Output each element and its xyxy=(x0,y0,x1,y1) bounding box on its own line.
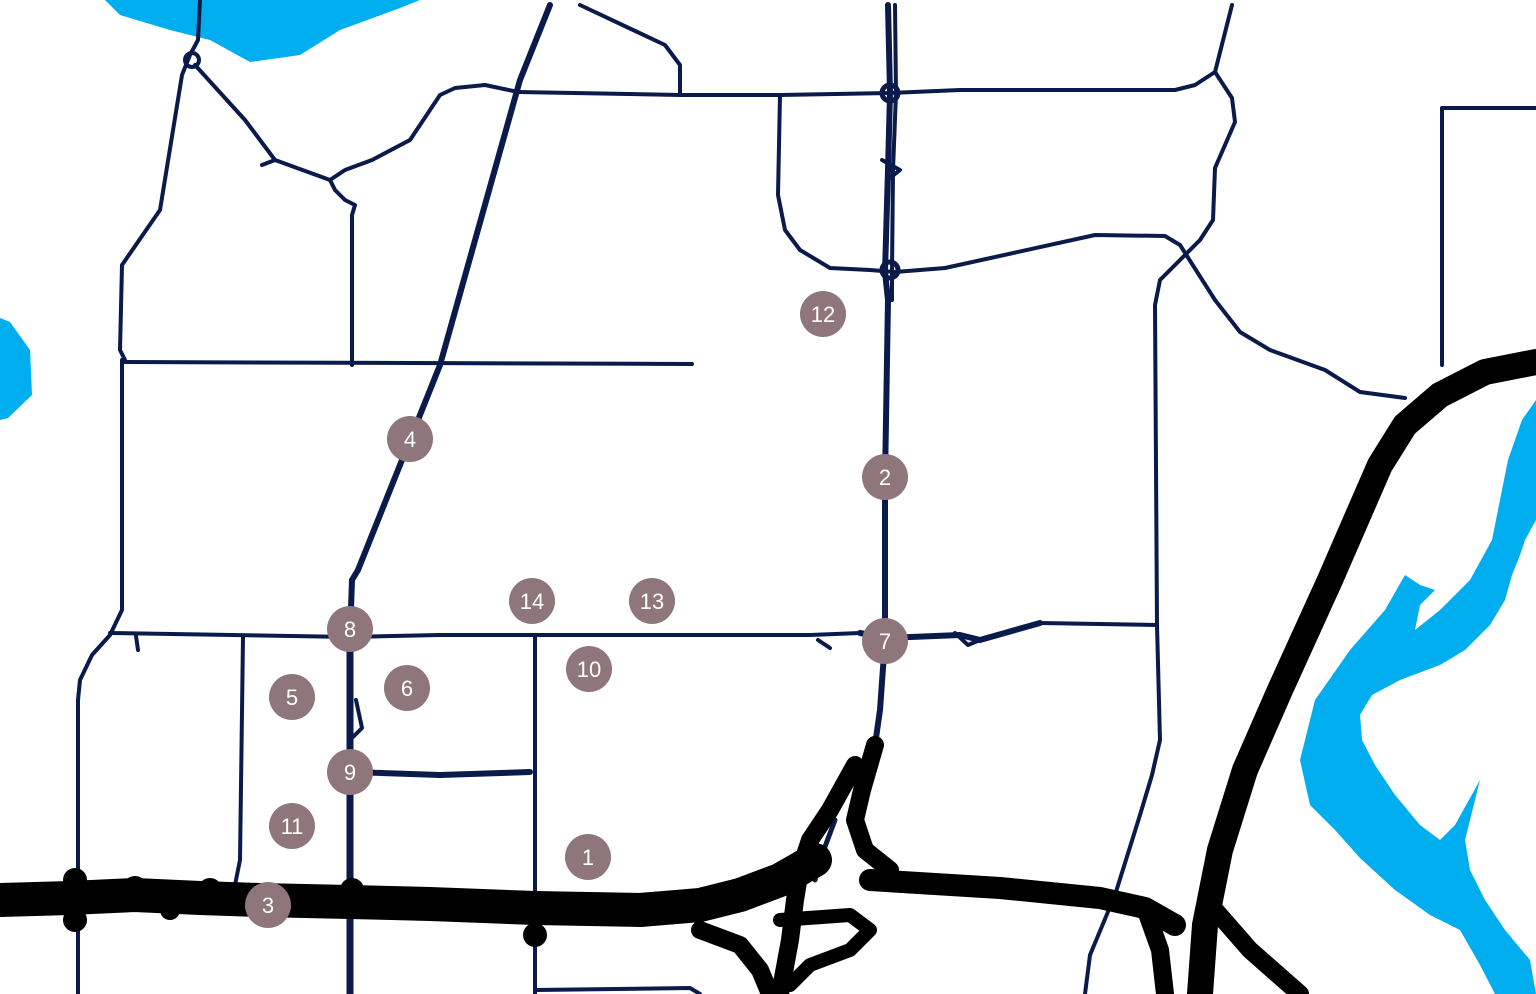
marker-label: 7 xyxy=(879,629,891,654)
road-segment xyxy=(349,769,533,778)
marker-circle[interactable] xyxy=(387,416,433,462)
marker-label: 6 xyxy=(401,676,413,701)
highway-node xyxy=(63,868,87,892)
highway-node xyxy=(523,923,547,947)
marker-circle[interactable] xyxy=(565,834,611,880)
lake-west xyxy=(0,318,32,420)
arterial-north-south-b xyxy=(890,3,898,302)
marker-circle[interactable] xyxy=(269,803,315,849)
marker-label: 9 xyxy=(344,760,356,785)
highway-main xyxy=(0,843,832,927)
road-segment xyxy=(120,360,694,366)
map-marker-2[interactable]: 2 xyxy=(862,454,908,500)
highway-ramp xyxy=(691,921,779,994)
river-north xyxy=(105,0,420,62)
map-marker-4[interactable]: 4 xyxy=(387,416,433,462)
highway-ramp xyxy=(773,908,877,992)
marker-label: 8 xyxy=(344,617,356,642)
marker-label: 11 xyxy=(281,814,304,839)
map-marker-3[interactable]: 3 xyxy=(245,882,291,928)
arterial-north-south xyxy=(872,2,893,748)
marker-label: 12 xyxy=(811,302,835,327)
road-segment xyxy=(118,0,202,362)
highway-ramp xyxy=(846,736,899,879)
map-marker-1[interactable]: 1 xyxy=(565,834,611,880)
marker-circle[interactable] xyxy=(800,291,846,337)
roundabout xyxy=(879,82,901,104)
road-segment xyxy=(134,634,140,652)
map-marker-14[interactable]: 14 xyxy=(509,578,555,624)
marker-circle[interactable] xyxy=(269,674,315,720)
highway-node xyxy=(63,908,87,932)
arterial-west-b xyxy=(350,698,364,740)
road-segment xyxy=(1440,106,1536,367)
highway-ramp xyxy=(771,756,864,994)
road-segment xyxy=(193,63,520,182)
road-segment xyxy=(943,233,1407,400)
arterial-ramp xyxy=(816,158,982,650)
marker-circle[interactable] xyxy=(862,454,908,500)
highway-ramp xyxy=(1206,901,1309,994)
map-marker-9[interactable]: 9 xyxy=(327,749,373,795)
road-segment xyxy=(108,631,862,639)
map-marker-13[interactable]: 13 xyxy=(629,578,675,624)
marker-label: 4 xyxy=(404,427,416,452)
road-segment xyxy=(76,358,124,994)
road-segment xyxy=(1038,621,1159,627)
map-marker-7[interactable]: 7 xyxy=(862,618,908,664)
road-segment xyxy=(260,158,277,167)
road-segment xyxy=(328,178,357,367)
marker-circle[interactable] xyxy=(327,749,373,795)
highway-node xyxy=(160,900,180,920)
road-segment xyxy=(233,635,245,887)
marker-circle[interactable] xyxy=(384,665,430,711)
map-marker-10[interactable]: 10 xyxy=(566,646,612,692)
marker-circle[interactable] xyxy=(566,646,612,692)
arterial-diagonal xyxy=(347,2,553,640)
map-marker-8[interactable]: 8 xyxy=(327,606,373,652)
road-segment xyxy=(1083,70,1237,994)
highway-layer xyxy=(0,349,1536,994)
river-east xyxy=(1300,400,1536,994)
road-segment xyxy=(776,93,947,274)
marker-label: 1 xyxy=(582,845,594,870)
marker-label: 2 xyxy=(879,465,891,490)
map-marker-12[interactable]: 12 xyxy=(800,291,846,337)
arterial-roads xyxy=(183,2,1043,994)
marker-circle[interactable] xyxy=(862,618,908,664)
marker-label: 14 xyxy=(520,589,544,614)
marker-label: 5 xyxy=(286,685,298,710)
highway-node xyxy=(340,878,364,902)
road-segment xyxy=(578,3,682,97)
highway-main-east xyxy=(859,869,1186,936)
highway-node xyxy=(123,876,147,900)
marker-circle[interactable] xyxy=(629,578,675,624)
marker-label: 3 xyxy=(262,893,274,918)
marker-circle[interactable] xyxy=(327,606,373,652)
highway-east-diagonal xyxy=(1187,349,1536,994)
marker-label: 10 xyxy=(577,657,601,682)
roundabout xyxy=(183,51,201,69)
road-segment xyxy=(533,986,702,994)
road-segment xyxy=(516,90,892,97)
marker-label: 13 xyxy=(640,589,664,614)
local-roads xyxy=(76,0,1536,994)
map-marker-6[interactable]: 6 xyxy=(384,665,430,711)
roundabout xyxy=(879,259,901,281)
highway-ramp xyxy=(1136,899,1174,994)
map-marker-11[interactable]: 11 xyxy=(269,803,315,849)
marker-circle[interactable] xyxy=(245,882,291,928)
highway-node xyxy=(198,878,222,902)
map-marker-5[interactable]: 5 xyxy=(269,674,315,720)
marker-circle[interactable] xyxy=(509,578,555,624)
road-segment xyxy=(888,3,1234,95)
